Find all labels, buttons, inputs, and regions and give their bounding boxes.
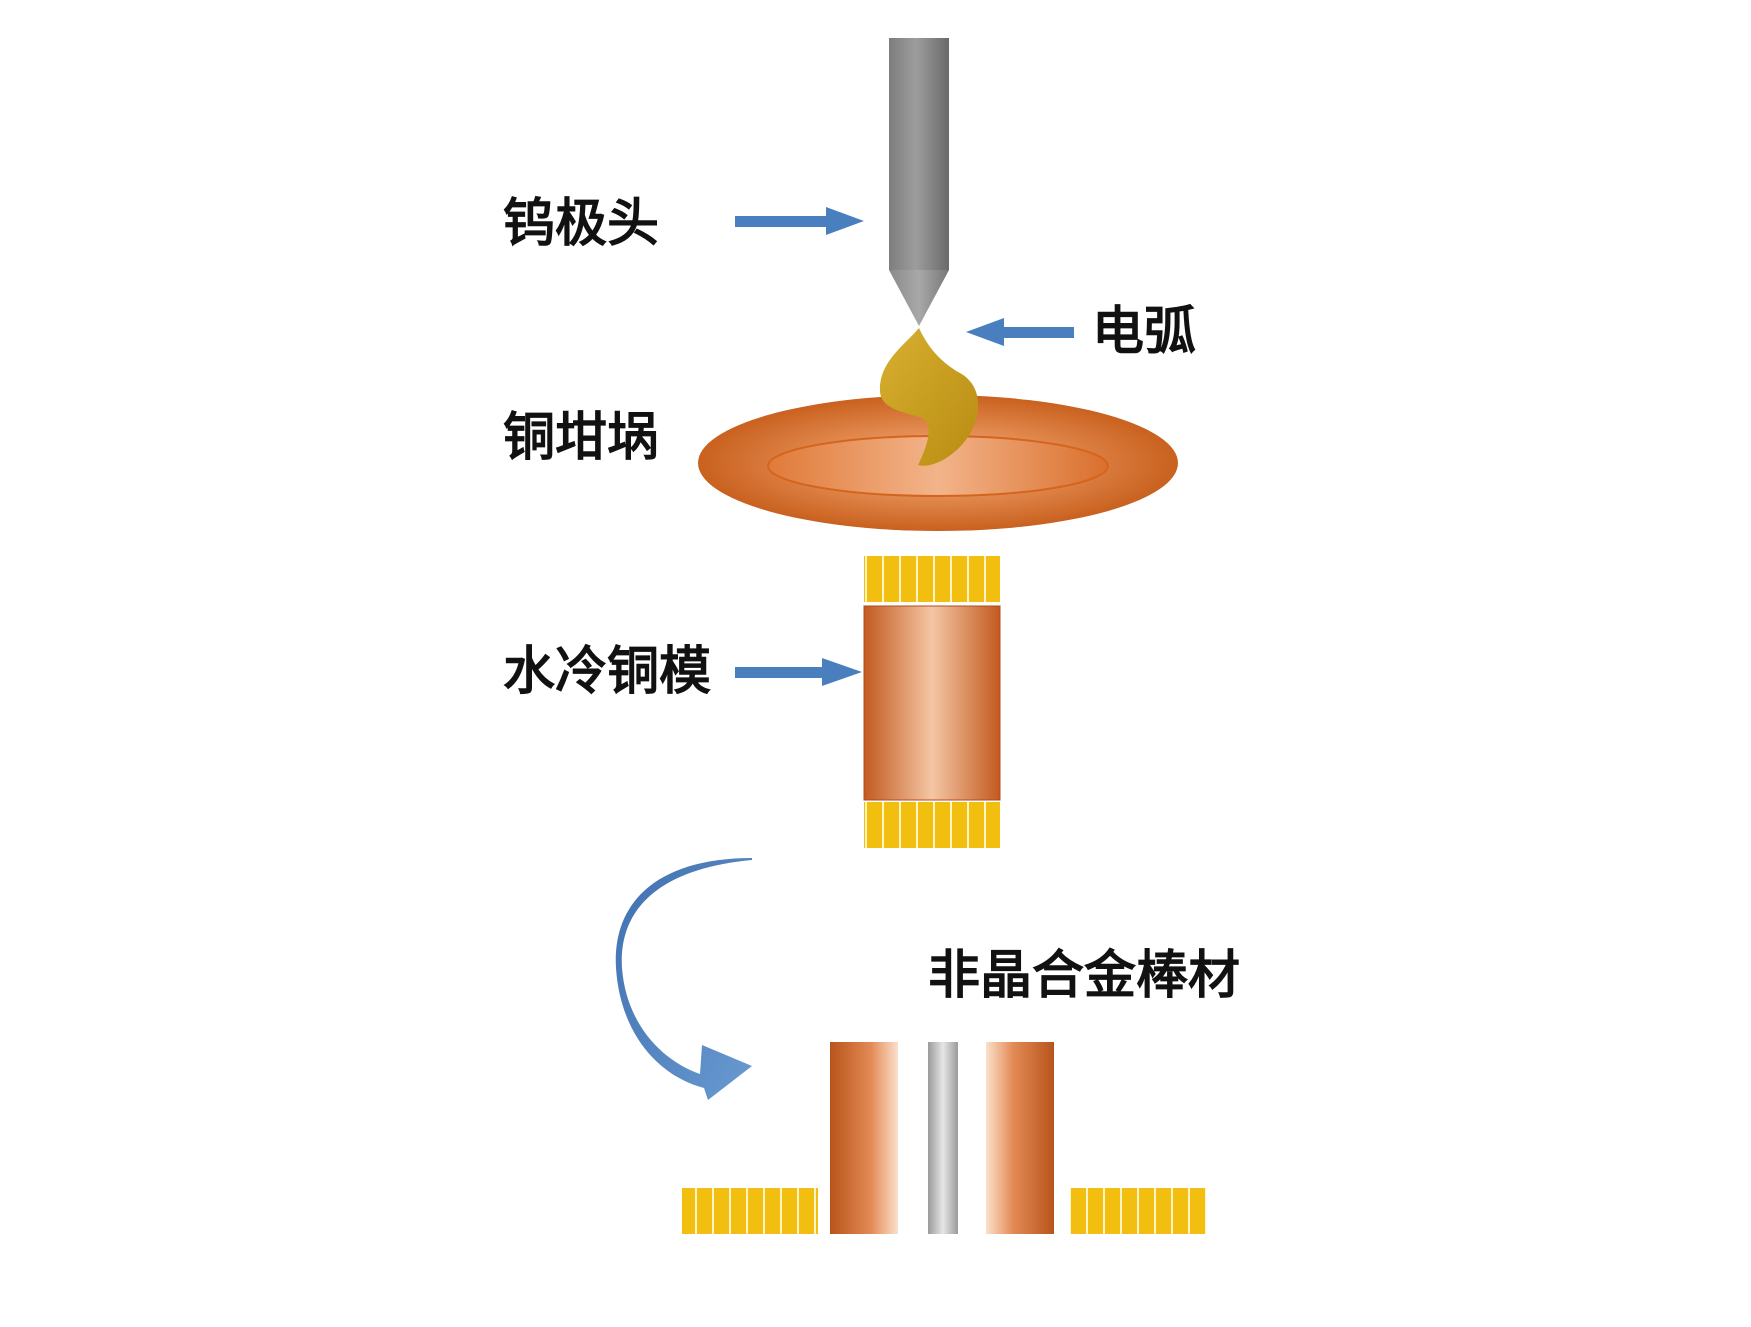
- coolant-top: [864, 556, 1000, 602]
- mold-half-left: [830, 1042, 898, 1234]
- tungsten-electrode: [889, 38, 949, 326]
- water-cooled-copper-mold: [863, 556, 1001, 848]
- label-tungsten-electrode: 钨极头: [503, 194, 660, 254]
- arrow-to-electrode: [735, 207, 864, 235]
- arrow-to-arc: [966, 318, 1074, 346]
- label-amorphous-alloy-rod: 非晶合金棒材: [928, 946, 1241, 1006]
- process-curved-arrow: [615, 858, 752, 1100]
- label-copper-crucible: 铜坩埚: [503, 408, 660, 468]
- molten-melt: [879, 328, 979, 466]
- arrow-to-mold: [735, 658, 862, 686]
- mold-body: [863, 605, 1001, 801]
- coolant-bottom: [864, 802, 1000, 848]
- copper-crucible: [698, 395, 1178, 531]
- coolant-right: [1070, 1188, 1206, 1234]
- label-water-cooled-copper-mold: 水冷铜模: [503, 642, 712, 702]
- coolant-left: [682, 1188, 818, 1234]
- opened-mold-with-rod: [682, 1042, 1206, 1234]
- label-arc: 电弧: [1092, 302, 1197, 362]
- mold-half-right: [986, 1042, 1054, 1234]
- amorphous-alloy-rod: [928, 1042, 958, 1234]
